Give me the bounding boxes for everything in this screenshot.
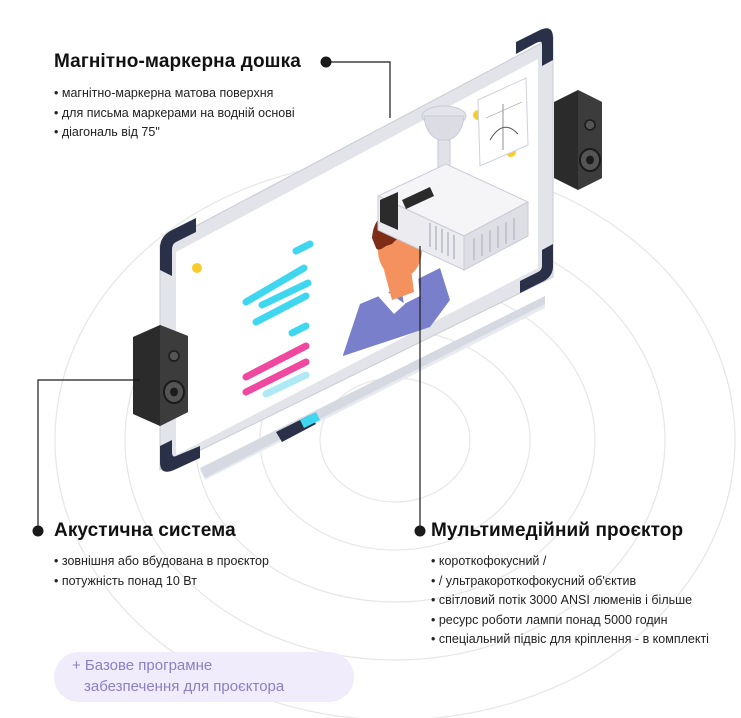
board-feature-item: для письма маркерами на водній основі [54,104,295,124]
addon-software-badge: + Базове програмне забезпечення для проє… [54,652,354,702]
addon-line-2: забезпечення для проєктора [84,678,285,695]
paper-sheet [477,77,529,167]
board-title: Магнітно-маркерна дошка [54,51,301,72]
board-corners [160,28,553,472]
board-feature-item: магнітно-маркерна матова поверхня [54,84,295,104]
board-line-light [262,371,310,398]
projector-feature-item: короткофокусний / [431,552,709,572]
projector-features: короткофокусний / / ультракороткофокусни… [431,552,709,650]
speakers-title: Акустична система [54,520,236,541]
projector [376,105,530,271]
board-lines-cyan [242,240,314,337]
addon-line-1: + Базове програмне [72,657,213,674]
speakers-feature-item: потужність понад 10 Вт [54,572,269,592]
speaker-left [133,325,188,426]
speaker-right [554,90,602,190]
board-feature-item: діагональ від 75" [54,123,295,143]
projector-title: Мультимедійний проєктор [431,520,684,541]
speakers-features: зовнішня або вбудована в проєктор потужн… [54,552,269,591]
callout-dots [32,56,426,537]
projector-feature-item: / ультракороткофокусний об'єктив [431,572,709,592]
callout-lines [37,61,421,528]
board-features: магнітно-маркерна матова поверхня для пи… [54,84,295,143]
projector-feature-item: світловий потік 3000 ANSI люменів і біль… [431,591,709,611]
marker-icon [276,412,320,442]
projector-feature-item: спеціальний підвіс для кріплення - в ком… [431,630,709,650]
board-lines-pink [242,342,310,396]
projector-feature-item: ресурс роботи лампи понад 5000 годин [431,611,709,631]
speakers-feature-item: зовнішня або вбудована в проєктор [54,552,269,572]
